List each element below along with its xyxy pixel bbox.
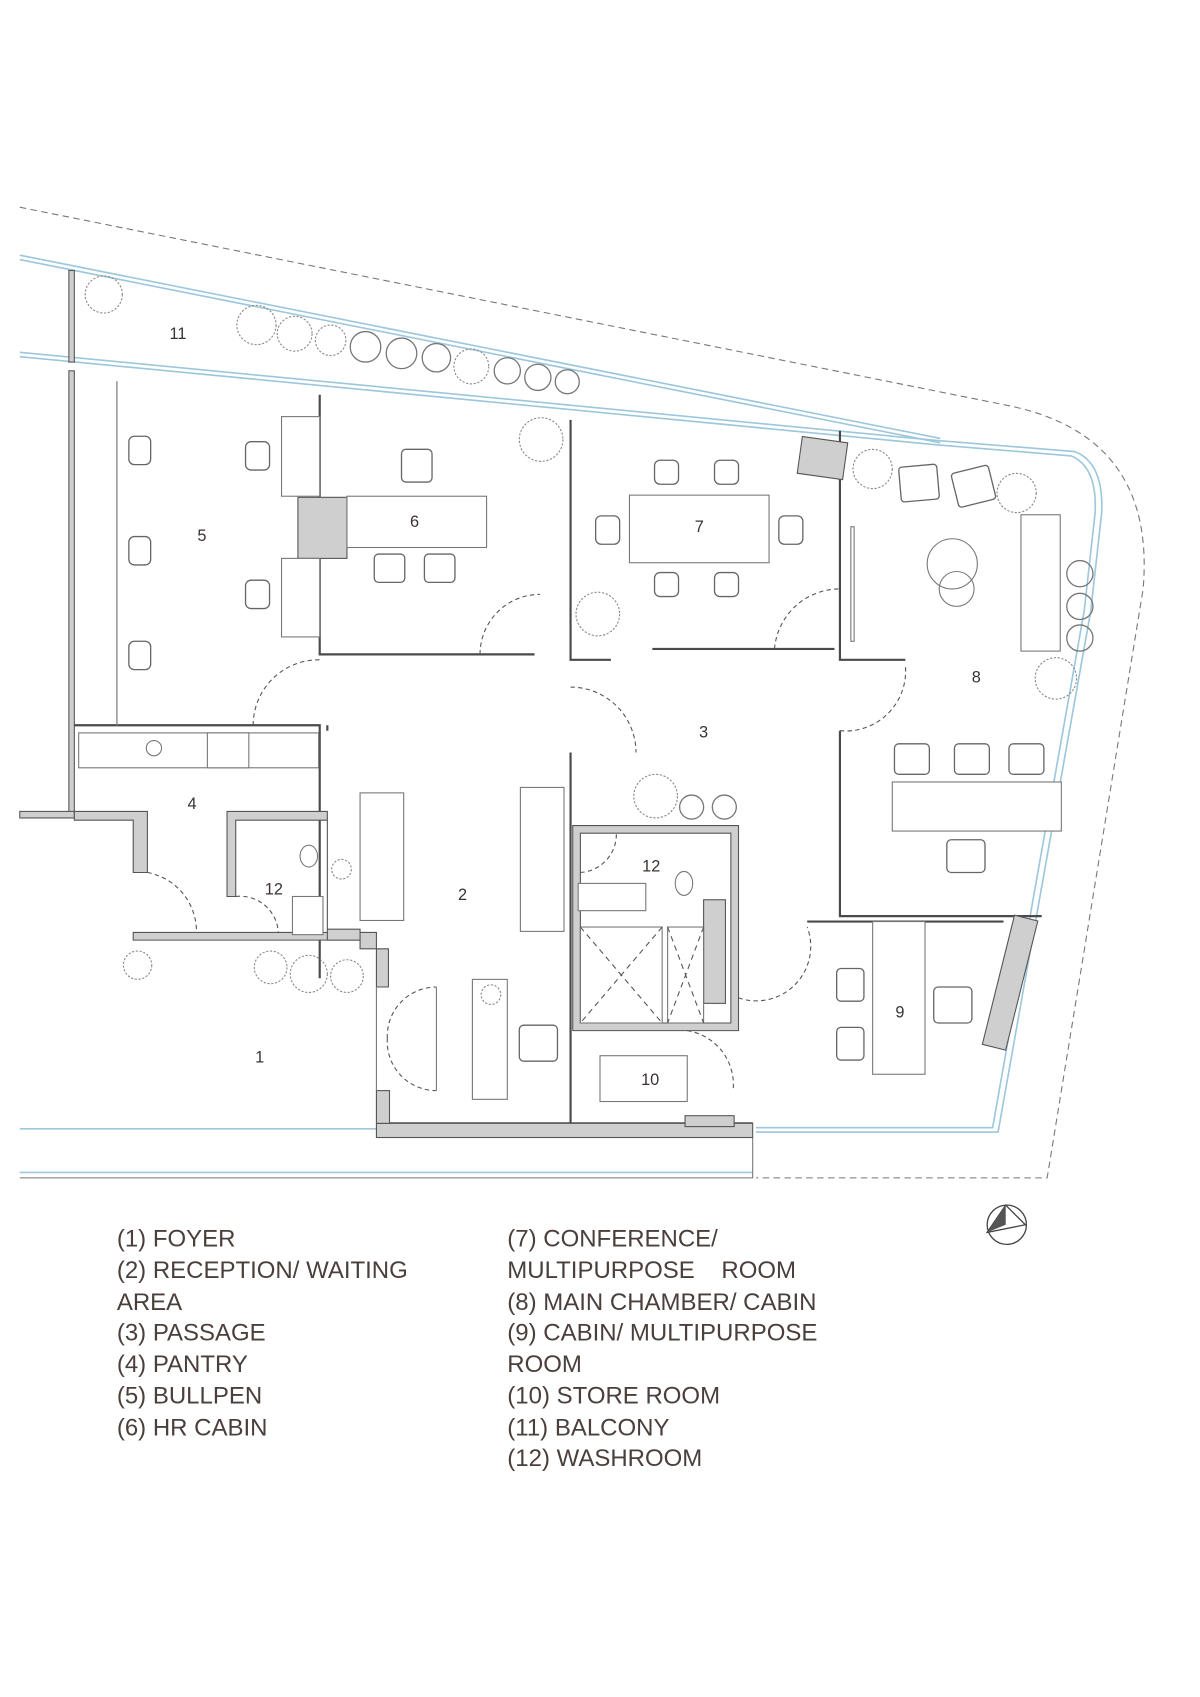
legend: (1) FOYER (2) RECEPTION/ WAITING AREA (3… (117, 1226, 818, 1472)
legend-item: (3) PASSAGE (117, 1319, 266, 1346)
legend-item: (2) RECEPTION/ WAITING (117, 1257, 408, 1284)
legend-item: (11) BALCONY (507, 1414, 669, 1441)
glass-railings (19, 254, 1103, 1179)
room-labels: 11 5 6 7 8 3 4 12 2 12 1 10 9 (169, 325, 980, 1089)
legend-item: MULTIPURPOSE ROOM (507, 1257, 796, 1284)
legend-item: ROOM (507, 1351, 582, 1378)
room-label-6: 6 (410, 513, 419, 531)
room-label-2: 2 (458, 886, 467, 904)
legend-item: (6) HR CABIN (117, 1414, 268, 1441)
room-label-11: 11 (169, 325, 186, 343)
shafts (579, 926, 705, 1024)
room-label-5: 5 (197, 527, 206, 545)
doors (147, 588, 907, 1092)
room-label-8: 8 (972, 669, 981, 687)
room-label-1: 1 (255, 1048, 264, 1066)
room-label-9: 9 (895, 1004, 904, 1022)
column (796, 435, 849, 481)
legend-item: (5) BULLPEN (117, 1383, 262, 1410)
wall-panel (981, 914, 1039, 1051)
column (297, 496, 348, 559)
legend-item: (9) CABIN/ MULTIPURPOSE (507, 1319, 817, 1346)
room-label-7: 7 (695, 518, 704, 536)
legend-item: (7) CONFERENCE/ (507, 1226, 718, 1253)
legend-item: (1) FOYER (117, 1226, 236, 1253)
site-boundary (19, 206, 1145, 1179)
legend-item: (12) WASHROOM (507, 1445, 702, 1472)
north-arrow-icon (985, 1204, 1028, 1246)
chairs (128, 435, 1045, 1062)
room-label-12-left: 12 (265, 880, 283, 898)
room-label-3: 3 (699, 723, 708, 741)
legend-item: (10) STORE ROOM (507, 1383, 720, 1410)
legend-item: (8) MAIN CHAMBER/ CABIN (507, 1289, 816, 1316)
plants (84, 275, 1094, 1006)
legend-item: AREA (117, 1289, 182, 1316)
furniture (78, 381, 1062, 1103)
room-label-4: 4 (188, 795, 197, 813)
walls (19, 269, 1042, 1139)
room-label-10: 10 (641, 1071, 659, 1089)
room-label-12-right: 12 (642, 857, 660, 875)
legend-item: (4) PANTRY (117, 1351, 248, 1378)
